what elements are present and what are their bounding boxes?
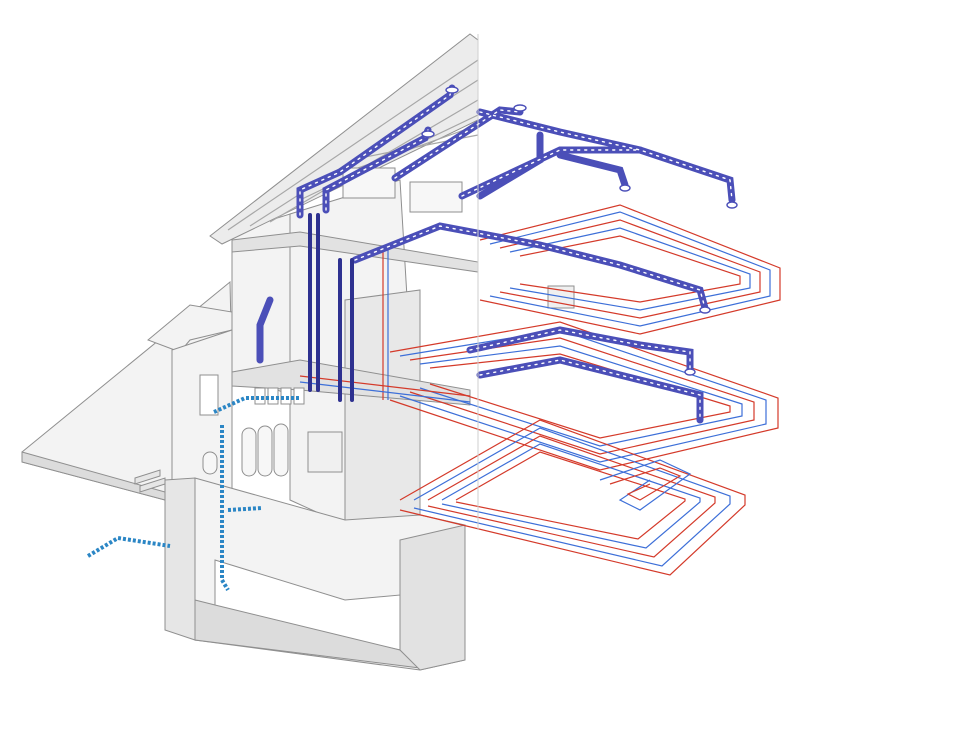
ventilation-box-icon (409, 181, 463, 213)
upper-floor-loops (479, 204, 781, 335)
duct-terminals (421, 86, 738, 376)
vertical-duct-risers (308, 213, 354, 402)
storage-tanks (202, 423, 289, 477)
heating-coil-icon (479, 204, 781, 335)
ventilation-box-icon (342, 167, 396, 199)
heating-risers (299, 250, 471, 403)
ventilation-duct-network (256, 84, 738, 424)
water-supply-pipe (86, 396, 300, 592)
water-tank-icon (273, 423, 289, 477)
entrance-steps (134, 469, 166, 493)
basement-left-wall (164, 477, 196, 641)
heat-pump-unit (307, 431, 343, 473)
water-tank-icon (241, 427, 257, 477)
middle-floor-loops (389, 321, 779, 471)
underfloor-heating-network (299, 204, 781, 576)
heating-coil-icon (399, 419, 746, 576)
expansion-vessel (202, 451, 218, 475)
heating-coil-icon (389, 321, 779, 471)
building-structure (21, 33, 479, 671)
window-opening (199, 374, 219, 416)
basement-right-wall (399, 524, 466, 671)
water-tank-icon (257, 425, 273, 477)
ground-floor-loops (399, 419, 746, 576)
